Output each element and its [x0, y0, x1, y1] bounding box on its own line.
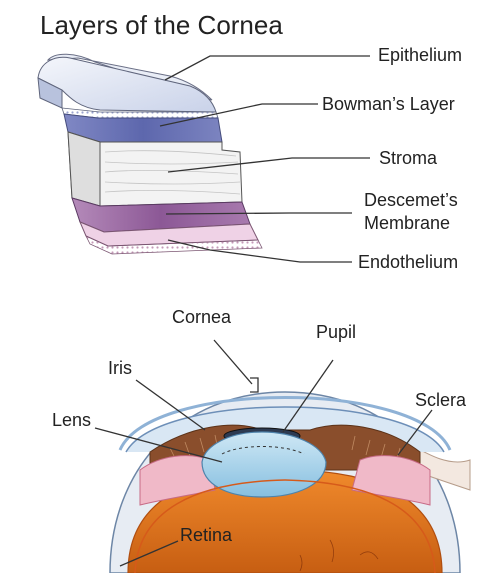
label-lens: Lens	[52, 410, 92, 430]
cornea-leader-lines	[159, 55, 370, 263]
label-membrane: Membrane	[364, 213, 451, 233]
label-endothelium: Endothelium	[358, 252, 459, 272]
label-epithelium: Epithelium	[378, 45, 463, 65]
diagram-title: Layers of the Cornea	[40, 10, 283, 40]
label-pupil: Pupil	[316, 322, 357, 342]
label-iris: Iris	[108, 358, 132, 378]
label-cornea: Cornea	[172, 307, 232, 327]
eye-cross-section	[109, 391, 471, 573]
label-sclera: Sclera	[415, 390, 467, 410]
label-bowmans-layer: Bowman’s Layer	[322, 94, 455, 114]
label-descemets: Descemet’s	[364, 190, 458, 210]
cornea-layer-block	[37, 53, 263, 255]
label-retina: Retina	[180, 525, 233, 545]
label-stroma: Stroma	[379, 148, 438, 168]
eye-leader-lines	[94, 339, 433, 567]
